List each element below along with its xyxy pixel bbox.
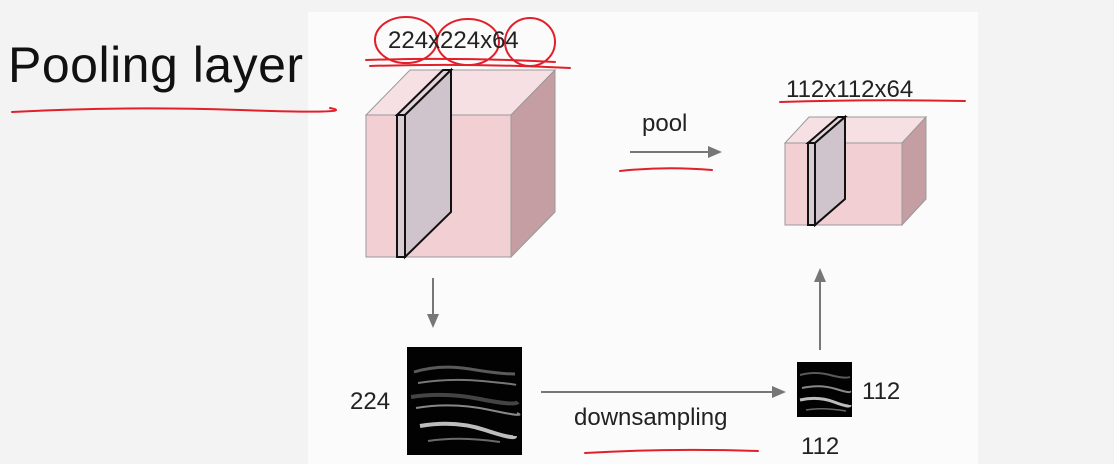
title-underline <box>11 107 337 113</box>
output-depth-slice-edge <box>807 142 816 226</box>
output-map-height-label: 112 <box>801 433 840 460</box>
input-volume-cube <box>364 67 557 260</box>
pool-arrow <box>630 146 722 158</box>
input-label-underline <box>365 57 556 63</box>
up-arrow <box>814 268 826 350</box>
input-volume-label: 224x224x64 <box>388 27 519 54</box>
down-arrow <box>427 278 439 328</box>
output-volume-cube <box>783 114 928 228</box>
input-map-size-label: 224 <box>350 388 391 415</box>
output-volume-label: 112x112x64 <box>786 76 914 103</box>
downsampling-arrow <box>541 386 786 398</box>
input-depth-slice-edge <box>396 114 406 258</box>
output-map-width-label: 112 <box>862 378 901 405</box>
output-activation-map <box>797 362 852 417</box>
input-label-underline-2 <box>369 63 571 69</box>
input-activation-map <box>407 347 522 455</box>
red-annotations <box>11 16 966 454</box>
downsampling-underline <box>584 448 759 454</box>
downsampling-label: downsampling <box>574 404 728 431</box>
output-label-underline <box>779 99 966 103</box>
output-cube-top <box>783 116 928 144</box>
slide-title: Pooling layer <box>8 37 304 93</box>
pool-underline <box>619 167 713 172</box>
pool-label: pool <box>642 110 688 137</box>
